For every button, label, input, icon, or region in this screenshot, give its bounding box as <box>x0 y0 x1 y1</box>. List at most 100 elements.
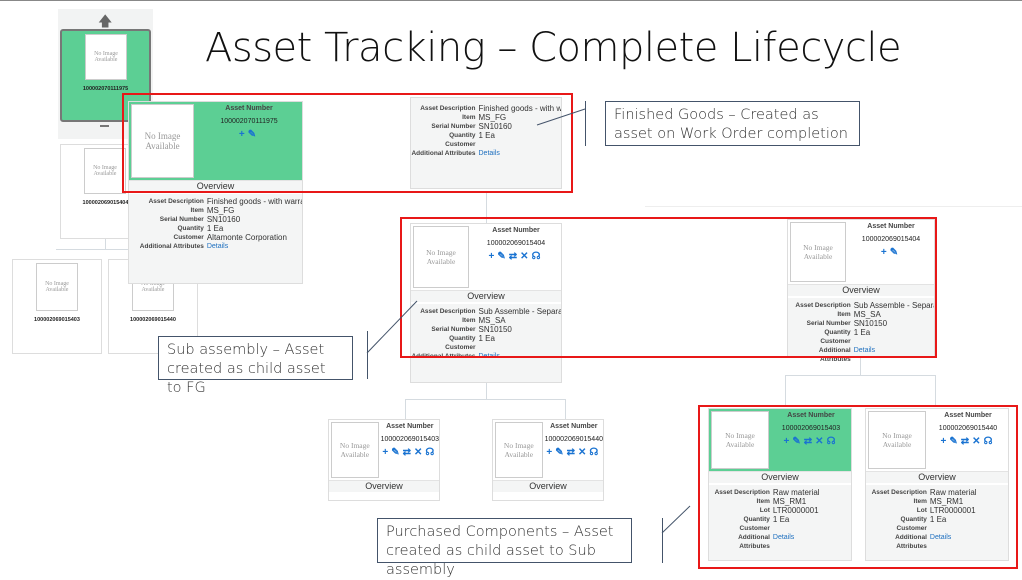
overview-tab[interactable]: Overview <box>493 480 603 492</box>
asset-number: 100002070111975 <box>82 86 129 92</box>
asset-number: 100002069015404 <box>486 240 546 247</box>
details-link[interactable]: Details <box>772 534 795 541</box>
detail-label: Quantity <box>900 516 927 523</box>
close-icon[interactable]: ✕ <box>413 447 426 458</box>
close-icon[interactable]: ✕ <box>815 436 827 447</box>
plus-icon[interactable]: + <box>940 436 950 447</box>
pencil-icon[interactable]: ✎ <box>949 436 961 447</box>
details-link[interactable]: Details <box>853 347 876 354</box>
tree-node-child[interactable]: No Image Available 100002069015403 <box>12 259 102 354</box>
overview-tab[interactable]: Overview <box>411 290 561 302</box>
headset-icon[interactable]: ☊ <box>425 447 438 458</box>
detail-value: MS_RM1 <box>929 497 964 506</box>
detail-row: Customer <box>411 140 561 149</box>
detail-row: Customer <box>709 524 851 533</box>
headset-icon[interactable]: ☊ <box>826 436 839 447</box>
overview-tab[interactable]: Overview <box>329 480 439 492</box>
asset-number-label: Asset Number <box>944 412 992 419</box>
plus-icon[interactable]: + <box>880 247 890 258</box>
action-icons: +✎⇄✕☊ <box>928 436 1008 447</box>
detail-label: Quantity <box>743 516 770 523</box>
details-link[interactable]: Details <box>478 150 500 157</box>
detail-row: Customer <box>866 524 1008 533</box>
pencil-icon[interactable]: ✎ <box>889 247 902 258</box>
plus-icon[interactable]: + <box>488 251 498 262</box>
asset-number: 100002069015403 <box>34 317 80 323</box>
swap-icon[interactable]: ⇄ <box>402 447 414 458</box>
overview-tab[interactable]: Overview <box>129 180 302 192</box>
no-image-placeholder: No Image Available <box>131 104 194 178</box>
asset-number: 100002069015404 <box>82 200 129 206</box>
detail-value: 1 Ea <box>478 334 495 343</box>
action-icons: +✎ <box>196 129 302 140</box>
plus-icon[interactable]: + <box>238 129 248 140</box>
plus-icon[interactable]: + <box>783 436 793 447</box>
headset-icon[interactable]: ☊ <box>531 251 544 262</box>
detail-value: Finished goods - with warra <box>206 197 302 206</box>
action-icons: +✎⇄✕☊ <box>771 436 851 447</box>
detail-label: Item <box>190 207 204 214</box>
detail-value: SN10150 <box>853 319 888 328</box>
no-image-placeholder: No Image Available <box>36 263 78 311</box>
headset-icon[interactable]: ☊ <box>983 436 996 447</box>
swap-icon[interactable]: ⇄ <box>960 436 973 447</box>
asset-number-label: Asset Number <box>550 423 598 430</box>
overview-tab[interactable]: Overview <box>788 284 934 296</box>
plus-icon[interactable]: + <box>546 447 556 458</box>
detail-value: Raw material <box>929 488 977 497</box>
action-icons: +✎⇄✕☊ <box>545 447 603 458</box>
detail-label: Serial Number <box>431 123 476 130</box>
detail-label: Additional Attributes <box>895 534 927 550</box>
close-icon[interactable]: ✕ <box>972 436 984 447</box>
swap-icon[interactable]: ⇄ <box>803 436 816 447</box>
details-link[interactable]: Details <box>929 534 952 541</box>
detail-value: LTR0000001 <box>929 506 976 515</box>
pencil-icon[interactable]: ✎ <box>792 436 804 447</box>
pencil-icon[interactable]: ✎ <box>247 129 260 140</box>
pencil-icon[interactable]: ✎ <box>497 251 509 262</box>
close-icon[interactable]: ✕ <box>577 447 590 458</box>
detail-value: Raw material <box>772 488 820 497</box>
headset-icon[interactable]: ☊ <box>589 447 602 458</box>
swap-icon[interactable]: ⇄ <box>508 251 521 262</box>
pencil-icon[interactable]: ✎ <box>555 447 567 458</box>
pencil-icon[interactable]: ✎ <box>391 447 403 458</box>
tree-node-top[interactable]: No Image Available 100002070111975 <box>60 29 151 122</box>
detail-label: Additional Attributes <box>738 534 770 550</box>
close-icon[interactable]: ✕ <box>520 251 532 262</box>
no-image-placeholder: No Image Available <box>84 148 126 194</box>
swap-icon[interactable]: ⇄ <box>566 447 578 458</box>
asset-number-label: Asset Number <box>386 423 434 430</box>
detail-value: 1 Ea <box>853 328 871 337</box>
asset-number-label: Asset Number <box>787 412 835 419</box>
overview-tab[interactable]: Overview <box>866 471 1008 483</box>
overview-tab[interactable]: Overview <box>709 471 851 483</box>
detail-label: Customer <box>896 525 927 532</box>
detail-value: SN10160 <box>206 215 241 224</box>
plus-icon[interactable]: + <box>382 447 392 458</box>
details-link[interactable]: Details <box>206 243 229 250</box>
arrow-up-icon[interactable]: 🡅 <box>98 13 113 29</box>
collapse-icon[interactable] <box>100 125 109 127</box>
detail-label: Item <box>837 311 851 318</box>
